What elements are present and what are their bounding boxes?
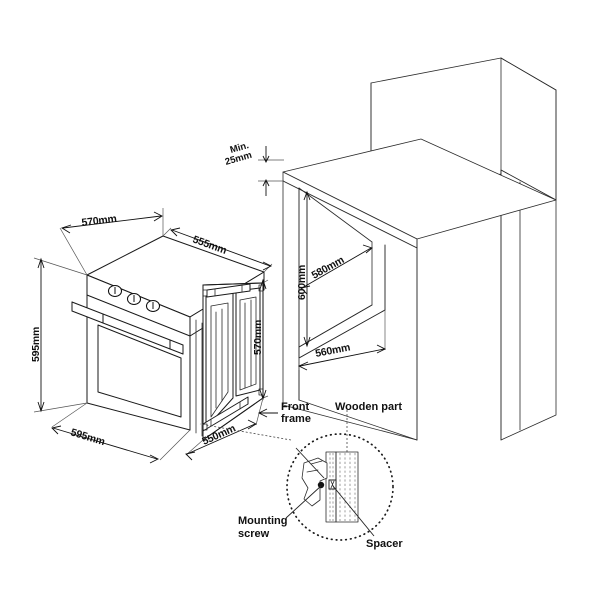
leader-front-frame [295, 447, 325, 479]
leader-spacer [332, 485, 375, 537]
dimension-cabinet-height: 600mm [296, 190, 311, 348]
leader-callout-link [199, 423, 292, 441]
detail-callout-labels: Front frame Wooden part Mounting screw S… [238, 401, 403, 550]
detail-mounting-screw [317, 479, 337, 490]
dimension-label-min-clearance-line2: 25mm [224, 150, 253, 168]
door-glass-panel-right [235, 287, 261, 397]
door-glass-panel-left [205, 290, 234, 429]
label-mounting-screw-line1: Mounting [238, 515, 287, 527]
label-wooden-part: Wooden part [335, 401, 402, 413]
control-knob-1[interactable] [107, 284, 123, 298]
label-mounting-screw: Mounting screw [238, 515, 287, 540]
oven-control-knobs [107, 284, 161, 313]
leader-mounting-screw [285, 485, 322, 519]
detail-front-frame [301, 457, 328, 507]
label-front-frame: Front frame [257, 401, 311, 425]
oven-assembly [71, 235, 265, 437]
dimension-oven-height: 595mm [30, 257, 88, 413]
cabinet-right-panel [500, 169, 557, 441]
dimension-label-595mm-depth: 595mm [69, 426, 106, 448]
label-mounting-screw-line2: screw [238, 528, 270, 540]
label-front-frame-line2: frame [281, 413, 311, 425]
door-bottom-handle[interactable] [202, 396, 249, 432]
label-spacer: Spacer [366, 538, 403, 550]
dimension-door-height: 570mm [252, 278, 269, 401]
mounting-detail-callout [199, 410, 394, 541]
detail-spacer [325, 451, 337, 523]
oven-door-open [202, 282, 264, 441]
dimension-label-570mm-door: 570mm [252, 320, 264, 355]
label-spacer-text: Spacer [366, 538, 403, 550]
dimension-label-min-clearance-line1: Min. [229, 140, 250, 156]
dimension-oven-top-width: 570mm [59, 208, 164, 276]
detail-circle-boundary [286, 433, 394, 541]
dimension-label-595mm-height: 595mm [30, 327, 42, 362]
control-knob-3[interactable] [145, 299, 161, 313]
label-wooden-part-text: Wooden part [335, 401, 402, 413]
oven-door-handle[interactable] [71, 301, 184, 355]
detail-leader-lines [199, 410, 375, 537]
oven-dimensions: 570mm 555mm 595mm 595mm [30, 208, 273, 464]
cabinet-assembly [282, 57, 557, 441]
dimension-label-570mm-width: 570mm [81, 213, 117, 229]
detail-wooden-part [335, 451, 359, 523]
dimension-label-600mm: 600mm [296, 265, 308, 300]
oven-control-panel [86, 274, 191, 404]
dimension-cabinet-clearance: Min. 25mm [224, 140, 284, 196]
oven-cavity-edges [189, 316, 203, 437]
label-front-frame-line1: Front [281, 401, 309, 413]
control-knob-2[interactable] [126, 292, 142, 306]
oven-front-window [97, 324, 182, 418]
cabinet-bottom-board [298, 304, 386, 359]
